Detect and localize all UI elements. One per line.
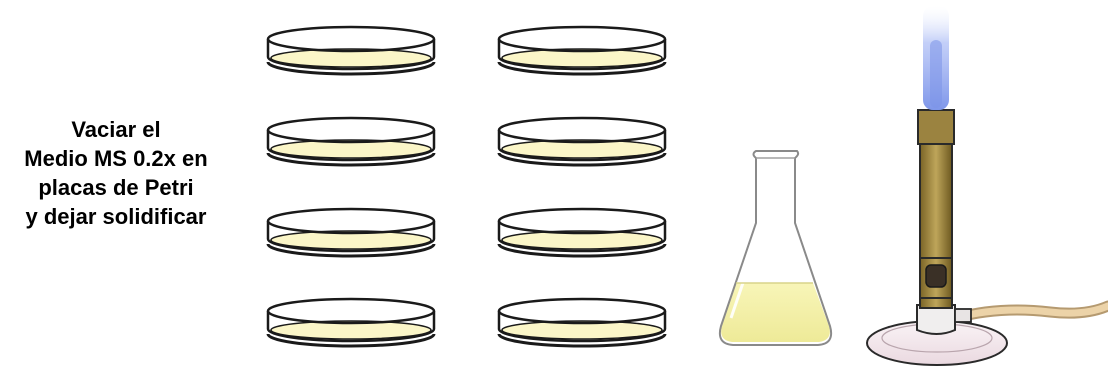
burner-barrel-top [918,110,954,144]
gas-inlet [955,309,971,322]
air-vent [926,265,946,287]
flask-liquid [721,283,830,342]
burner-collar [917,305,955,334]
erlenmeyer-flask [720,151,831,345]
petri-plate-1-1 [268,27,434,74]
petri-plate-2-4 [499,299,665,346]
petri-plate-1-3 [268,209,434,256]
petri-plate-1-2 [268,118,434,165]
bunsen-burner [867,6,1108,365]
petri-plate-2-3 [499,209,665,256]
petri-plate-2-2 [499,118,665,165]
petri-plate-2-1 [499,27,665,74]
petri-plate-1-4 [268,299,434,346]
